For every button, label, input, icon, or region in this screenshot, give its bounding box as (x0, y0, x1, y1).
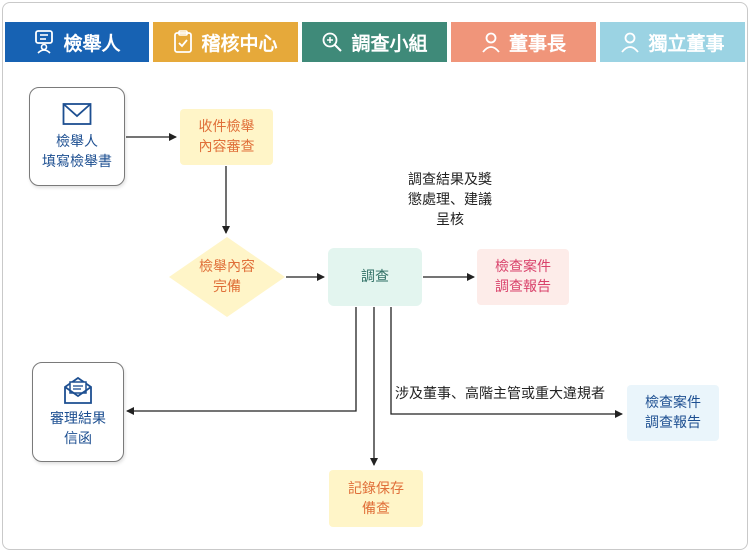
node-label: 檢查案件 調查報告 (645, 395, 701, 431)
lane-label: 調查小組 (351, 32, 428, 55)
node-report-chairman: 檢查案件 調查報告 (477, 249, 569, 305)
label-escalation: 涉及董事、高階主管或重大違規者 (395, 386, 605, 402)
lane-whistleblower: 檢舉人 (5, 22, 149, 62)
arrow-investigate-to-independent-report (390, 307, 623, 418)
node-report-independent: 檢查案件 調查報告 (627, 385, 719, 441)
node-record-keep: 記錄保存 備查 (329, 470, 423, 527)
lane-investigation-team: 調查小組 (302, 22, 447, 62)
lane-audit-center: 稽核中心 (153, 22, 298, 62)
node-whistleblower-fill-form: 檢舉人 填寫檢舉書 (29, 87, 125, 186)
envelope-icon (62, 102, 92, 125)
clipboard-check-icon (174, 30, 193, 53)
lane-label: 稽核中心 (201, 32, 278, 55)
person-icon (621, 32, 640, 53)
arrow-investigate-to-letter (126, 307, 357, 415)
node-label: 收件檢舉 內容審查 (198, 119, 255, 155)
lane-label: 檢舉人 (63, 32, 121, 55)
node-label: 檢查案件 調查報告 (495, 259, 551, 295)
person-icon (482, 32, 500, 53)
node-label: 調查 (361, 269, 389, 285)
node-label: 記錄保存 備查 (348, 480, 404, 517)
lane-independent-director: 獨立董事 (600, 22, 745, 62)
node-result-letter: 審理結果 信函 (32, 362, 124, 462)
node-label: 檢舉內容 完備 (199, 259, 255, 295)
lane-label: 獨立董事 (648, 32, 725, 55)
node-label: 審理結果 信函 (50, 411, 106, 447)
magnifier-icon (323, 32, 343, 52)
person-badge-icon (35, 30, 54, 54)
lane-chairman: 董事長 (451, 22, 596, 62)
node-complete-check-diamond (169, 237, 285, 317)
label-result-submit: 調查結果及獎 懲處理、建議 呈核 (408, 172, 492, 228)
open-envelope-icon (64, 376, 92, 404)
node-complete-check: 檢舉內容 完備 (168, 236, 286, 318)
node-investigate: 調查 (328, 248, 422, 306)
node-label: 檢舉人 填寫檢舉書 (42, 133, 112, 170)
node-receive-review: 收件檢舉 內容審查 (180, 109, 273, 165)
lane-label: 董事長 (508, 32, 566, 55)
